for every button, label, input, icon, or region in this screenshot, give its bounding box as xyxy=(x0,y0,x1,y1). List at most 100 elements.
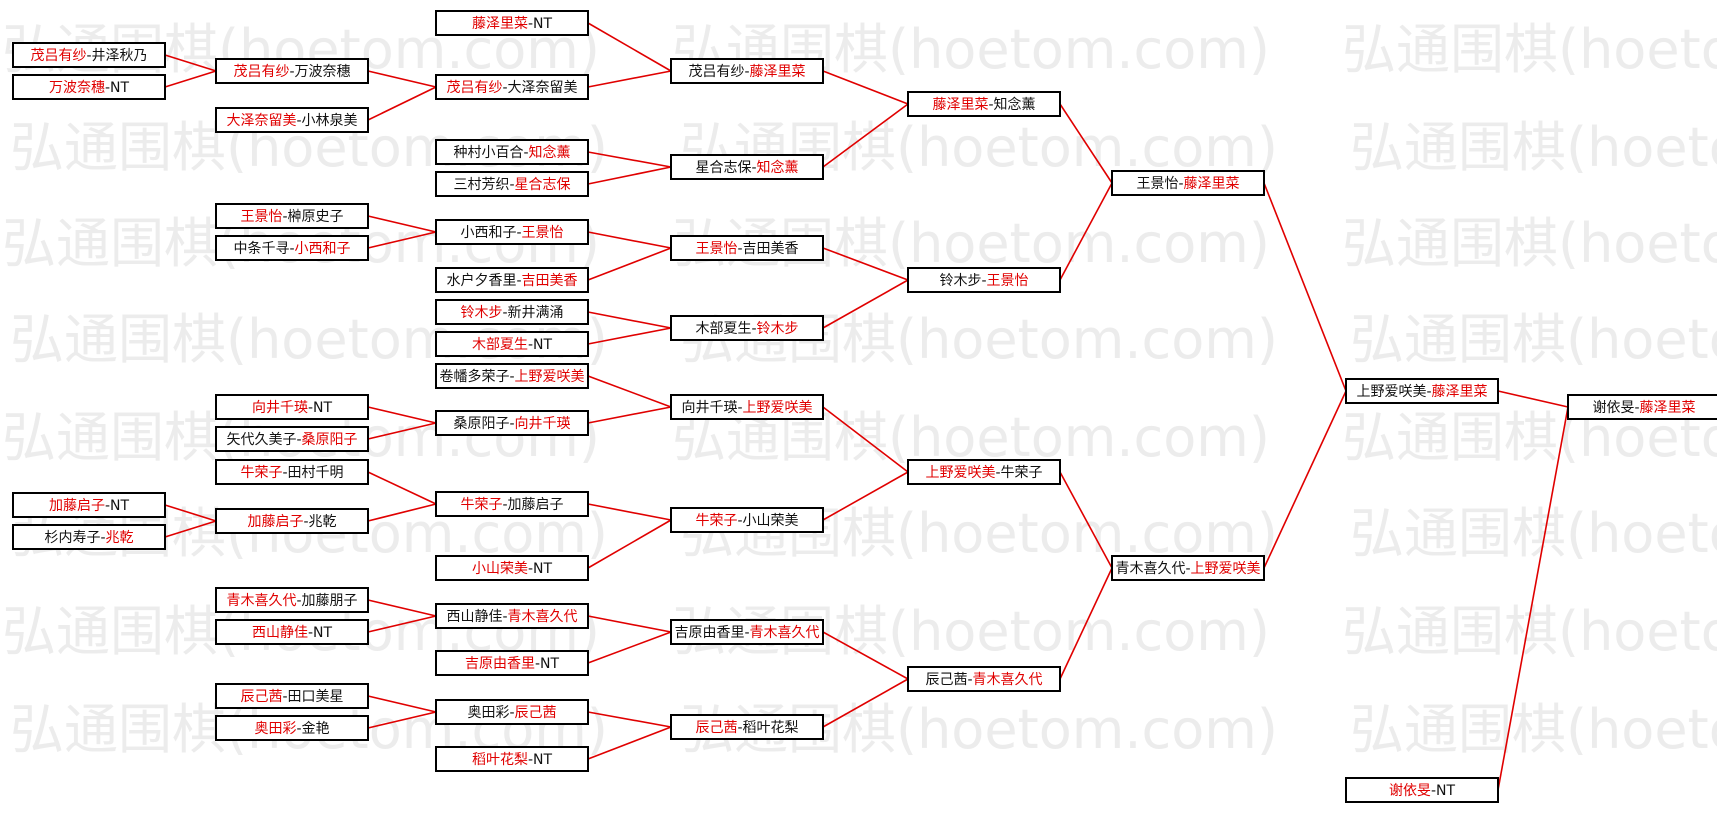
match-label: 王景怡-藤泽里菜 xyxy=(1136,176,1239,192)
match-label: 茂吕有纱-井泽秋乃 xyxy=(30,47,147,64)
match-box-frame xyxy=(215,203,369,229)
match-box-frame xyxy=(215,508,369,534)
watermark-text: 弘通围棋(hoetom.com) xyxy=(1350,116,1717,179)
match-separator: - xyxy=(744,625,749,641)
player-2-name: 小西和子 xyxy=(295,241,351,257)
match-box-frame xyxy=(435,74,589,100)
bracket-connector xyxy=(367,599,437,617)
match-box: 辰己茜-田口美星 xyxy=(215,683,369,709)
player-1-name: 王景怡 xyxy=(695,241,737,257)
player-1-name: 西山静佳 xyxy=(252,625,308,641)
player-1-name: 西山静佳 xyxy=(446,609,502,625)
match-separator: - xyxy=(296,432,301,448)
match-box: 茂吕有纱-万波奈穗 xyxy=(215,58,369,84)
match-separator: - xyxy=(995,465,1000,481)
bracket-connector xyxy=(367,711,437,729)
match-label: 茂吕有纱-大泽奈留美 xyxy=(446,79,577,96)
player-2-name: 知念薰 xyxy=(757,159,799,176)
match-separator: - xyxy=(289,241,294,257)
match-label: 杉内寿子-兆乾 xyxy=(44,529,133,546)
match-separator: - xyxy=(751,321,756,337)
player-2-name: 藤泽里菜 xyxy=(1432,384,1488,400)
player-1-name: 奥田彩 xyxy=(467,704,509,721)
match-box-frame xyxy=(670,154,824,180)
player-1-name: 上野爱咲美 xyxy=(925,465,995,481)
match-separator: - xyxy=(308,625,313,641)
bracket-connector xyxy=(822,103,909,168)
match-label: 王景怡-吉田美香 xyxy=(695,241,798,257)
match-box: 中条千寻-小西和子 xyxy=(215,235,369,261)
match-box: 上野爱咲美-藤泽里菜 xyxy=(1345,378,1499,404)
player-2-name: 青木喜久代 xyxy=(750,625,820,641)
player-2-name: 向井千瑛 xyxy=(515,416,571,432)
match-separator: - xyxy=(509,416,514,432)
player-2-name: 藤泽里菜 xyxy=(1184,176,1240,192)
player-1-name: 牛荣子 xyxy=(695,513,737,529)
match-label: 青木喜久代-上野爱咲美 xyxy=(1115,561,1260,577)
match-separator: - xyxy=(737,400,742,416)
match-box-frame xyxy=(1345,378,1499,404)
match-box: 王景怡-藤泽里菜 xyxy=(1111,170,1265,196)
match-separator: - xyxy=(1431,783,1436,799)
player-1-name: 小西和子 xyxy=(460,225,516,241)
match-box-frame xyxy=(670,235,824,261)
match-separator: - xyxy=(528,16,533,32)
player-1-name: 星合志保 xyxy=(695,160,751,176)
match-separator: - xyxy=(308,400,313,416)
player-2-name: 桑原阳子 xyxy=(302,432,358,448)
match-separator: - xyxy=(988,97,993,113)
match-separator: - xyxy=(502,609,507,625)
bracket-connector xyxy=(587,406,672,424)
match-box: 藤泽里菜-NT xyxy=(435,10,589,36)
match-box-frame xyxy=(12,524,166,550)
match-separator: - xyxy=(523,145,528,161)
match-box-frame xyxy=(435,363,589,389)
match-label: 牛荣子-加藤启子 xyxy=(460,497,563,513)
player-1-name: 卷幡多荣子 xyxy=(439,368,509,385)
player-1-name: 辰己茜 xyxy=(695,720,737,736)
match-box: 牛荣子-田村千明 xyxy=(215,459,369,485)
player-1-name: 加藤启子 xyxy=(247,514,303,530)
match-separator: - xyxy=(282,689,287,705)
player-2-name: 辰己茜 xyxy=(515,705,557,721)
bracket-connector xyxy=(587,519,672,569)
player-1-name: 青木喜久代 xyxy=(226,593,296,609)
player-2-name: 王景怡 xyxy=(522,225,564,241)
match-box-frame xyxy=(215,58,369,84)
match-label: 铃木步-新井满涌 xyxy=(460,305,563,321)
match-box: 加藤启子-兆乾 xyxy=(215,508,369,534)
match-label: 木部夏生-NT xyxy=(472,337,553,353)
bracket-connector xyxy=(367,406,437,424)
match-label: 矢代久美子-桑原阳子 xyxy=(226,432,357,448)
match-box-frame xyxy=(1111,555,1265,581)
match-label: 辰己茜-稻叶花梨 xyxy=(695,720,798,736)
match-label: 奥田彩-辰己茜 xyxy=(467,704,556,721)
match-box: 星合志保-知念薰 xyxy=(670,154,824,180)
match-separator: - xyxy=(535,656,540,672)
player-2-name: 星合志保 xyxy=(515,177,571,193)
match-box: 木部夏生-铃木步 xyxy=(670,315,824,341)
player-2-name: 加藤朋子 xyxy=(302,593,358,609)
player-1-name: 辰己茜 xyxy=(240,689,282,705)
player-2-name: NT xyxy=(1436,783,1455,799)
player-2-name: 牛荣子 xyxy=(1001,465,1043,481)
player-1-name: 向井千瑛 xyxy=(681,400,737,416)
match-label: 茂吕有纱-万波奈穗 xyxy=(233,63,350,80)
match-separator: - xyxy=(303,514,308,530)
player-1-name: 稻叶花梨 xyxy=(472,752,528,768)
player-2-name: 田口美星 xyxy=(288,689,344,705)
player-2-name: 金艳 xyxy=(302,721,330,737)
player-1-name: 上野爱咲美 xyxy=(1356,384,1426,400)
match-label: 三村芳织-星合志保 xyxy=(453,176,570,193)
match-label: 大泽奈留美-小林泉美 xyxy=(226,112,357,129)
player-2-name: 藤泽里菜 xyxy=(1640,400,1696,416)
match-separator: - xyxy=(1634,400,1639,416)
match-box: 矢代久美子-桑原阳子 xyxy=(215,426,369,452)
match-box: 谢依旻-藤泽里菜 xyxy=(1567,394,1717,420)
player-1-name: 向井千瑛 xyxy=(252,400,308,416)
bracket-connector xyxy=(1497,406,1569,791)
player-2-name: 稻叶花梨 xyxy=(743,720,799,736)
player-1-name: 水户夕香里 xyxy=(446,272,516,289)
match-box: 万波奈穗-NT xyxy=(12,74,166,100)
bracket-connector xyxy=(587,327,672,345)
